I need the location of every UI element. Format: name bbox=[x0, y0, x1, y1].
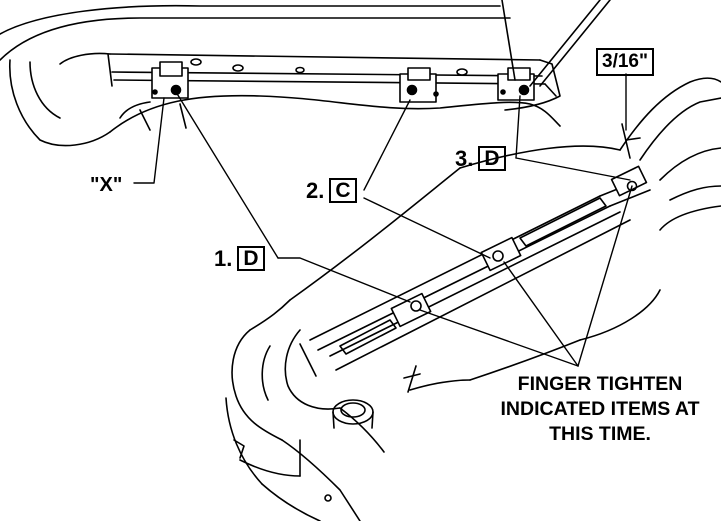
measurement-label: 3/16" bbox=[596, 48, 654, 76]
step-2-part-box: C bbox=[329, 178, 357, 203]
note-line-2: INDICATED ITEMS AT bbox=[500, 398, 700, 420]
step-2-callout: 2. C bbox=[306, 178, 357, 203]
step-3-number: 3. bbox=[455, 145, 474, 171]
lower-base-part bbox=[225, 77, 721, 521]
note-line-1: FINGER TIGHTEN bbox=[517, 373, 683, 395]
x-reference-label: "X" bbox=[90, 174, 123, 196]
step-3-part-box: D bbox=[478, 146, 506, 171]
upper-rail-part bbox=[0, 0, 611, 147]
step-1-number: 1. bbox=[214, 245, 233, 271]
step-2-number: 2. bbox=[306, 177, 325, 203]
callout-leaders bbox=[133, 73, 633, 367]
step-1-part-box: D bbox=[237, 246, 265, 271]
step-3-callout: 3. D bbox=[455, 146, 506, 171]
finger-tighten-note: FINGER TIGHTEN INDICATED ITEMS AT THIS T… bbox=[480, 372, 720, 447]
step-1-callout: 1. D bbox=[214, 246, 265, 271]
note-line-3: THIS TIME. bbox=[549, 423, 651, 445]
